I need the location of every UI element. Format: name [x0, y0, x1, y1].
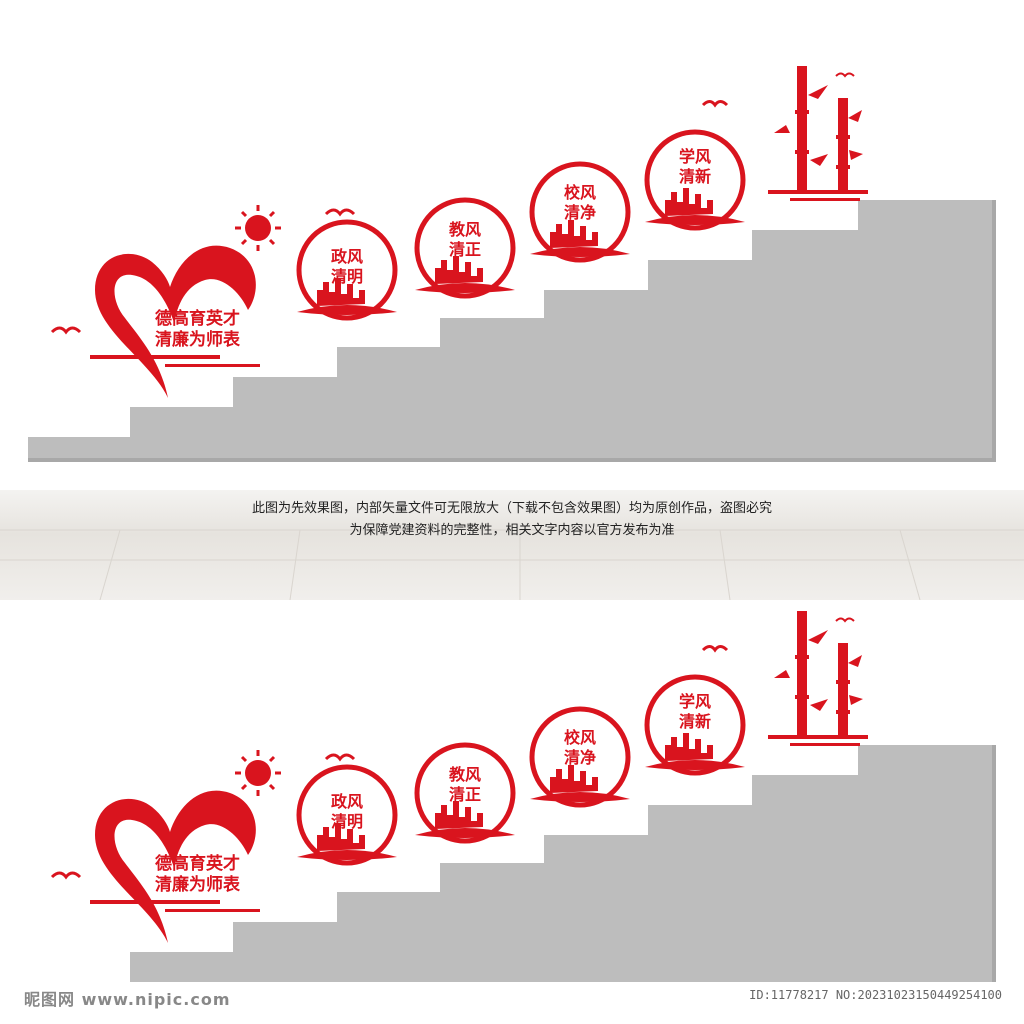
circle-badge [296, 764, 398, 866]
circle-label-line: 清正 [448, 240, 481, 259]
bird-icon [835, 617, 855, 623]
stair-graphic-top [28, 66, 996, 462]
circle-label-line: 清明 [330, 267, 363, 286]
notice-line2: 为保障党建资料的完整性，相关文字内容以官方发布为准 [349, 523, 675, 538]
motto-line2: 清廉为师表 [155, 875, 240, 896]
floor-band [0, 490, 1024, 600]
circle-badge [644, 129, 746, 231]
bamboo-icon [768, 66, 868, 201]
city-skyline-icon [317, 278, 365, 306]
circle-label-3: 校风 清净 [545, 728, 615, 768]
motto-text: 德高育英才 清廉为师表 [155, 854, 240, 897]
circle-label-3: 校风 清净 [545, 183, 615, 223]
city-skyline-icon [435, 801, 483, 829]
bird-icon [324, 753, 356, 762]
sun-icon [235, 750, 281, 796]
circle-label-1: 政风 清明 [312, 792, 382, 832]
motto-line1: 德高育英才 [155, 854, 240, 874]
city-skyline-icon [665, 733, 713, 761]
city-skyline-icon [550, 765, 598, 793]
circle-label-line: 教风 [448, 765, 481, 784]
circle-label-line: 清新 [678, 167, 711, 186]
circle-label-line: 教风 [448, 220, 481, 239]
circle-badge [644, 674, 746, 776]
stair-graphic-bottom [50, 611, 996, 982]
top-panel: 德高育英才 清廉为师表 政风 清明 教风 清正 校风 清净 学风 清新 [0, 0, 1024, 475]
city-skyline-icon [317, 823, 365, 851]
circle-label-line: 学风 [678, 692, 711, 711]
bird-icon [50, 326, 82, 335]
bird-icon [701, 645, 729, 653]
bird-icon [701, 100, 729, 108]
circle-label-2: 教风 清正 [430, 220, 500, 260]
watermark-left: 昵图网 www.nipic.com [24, 990, 231, 1009]
stairs [130, 745, 996, 982]
notice-text: 此图为先效果图，内部矢量文件可无限放大（下载不包含效果图）均为原创作品，盗图必究… [0, 498, 1024, 542]
floor-lines [0, 529, 1024, 600]
bamboo-icon [768, 611, 868, 746]
motto-line2: 清廉为师表 [155, 330, 240, 351]
city-skyline-icon [665, 188, 713, 216]
city-skyline-icon [550, 220, 598, 248]
circle-badge [529, 161, 631, 263]
circle-label-line: 清新 [678, 712, 711, 731]
circle-label-line: 校风 [563, 728, 596, 747]
motto-text: 德高育英才 清廉为师表 [155, 309, 240, 352]
heart-icon [95, 790, 256, 943]
circle-label-line: 学风 [678, 147, 711, 166]
heart-icon [95, 245, 256, 398]
motto-line1: 德高育英才 [155, 309, 240, 329]
circle-badge [296, 219, 398, 321]
circle-label-1: 政风 清明 [312, 247, 382, 287]
circle-badge [529, 706, 631, 808]
bird-icon [835, 72, 855, 78]
circle-badge [414, 197, 516, 299]
circle-label-line: 清净 [563, 748, 596, 767]
circle-label-line: 清正 [448, 785, 481, 804]
sun-icon [235, 205, 281, 251]
circle-label-line: 政风 [330, 247, 363, 266]
circle-label-line: 清净 [563, 203, 596, 222]
circle-label-4: 学风 清新 [660, 692, 730, 732]
circle-label-line: 政风 [330, 792, 363, 811]
circle-label-4: 学风 清新 [660, 147, 730, 187]
bird-icon [50, 871, 82, 880]
bird-icon [324, 208, 356, 217]
stairs [28, 200, 996, 462]
notice-line1: 此图为先效果图，内部矢量文件可无限放大（下载不包含效果图）均为原创作品，盗图必究 [251, 501, 772, 516]
city-skyline-icon [435, 256, 483, 284]
bottom-panel: 德高育英才 清廉为师表 政风 清明 教风 清正 校风 清净 学风 清新 [0, 545, 1024, 1020]
circle-label-line: 校风 [563, 183, 596, 202]
watermark-right: ID:11778217 NO:20231023150449254100 [749, 988, 1002, 1002]
circle-label-line: 清明 [330, 812, 363, 831]
circle-label-2: 教风 清正 [430, 765, 500, 805]
circle-badge [414, 742, 516, 844]
